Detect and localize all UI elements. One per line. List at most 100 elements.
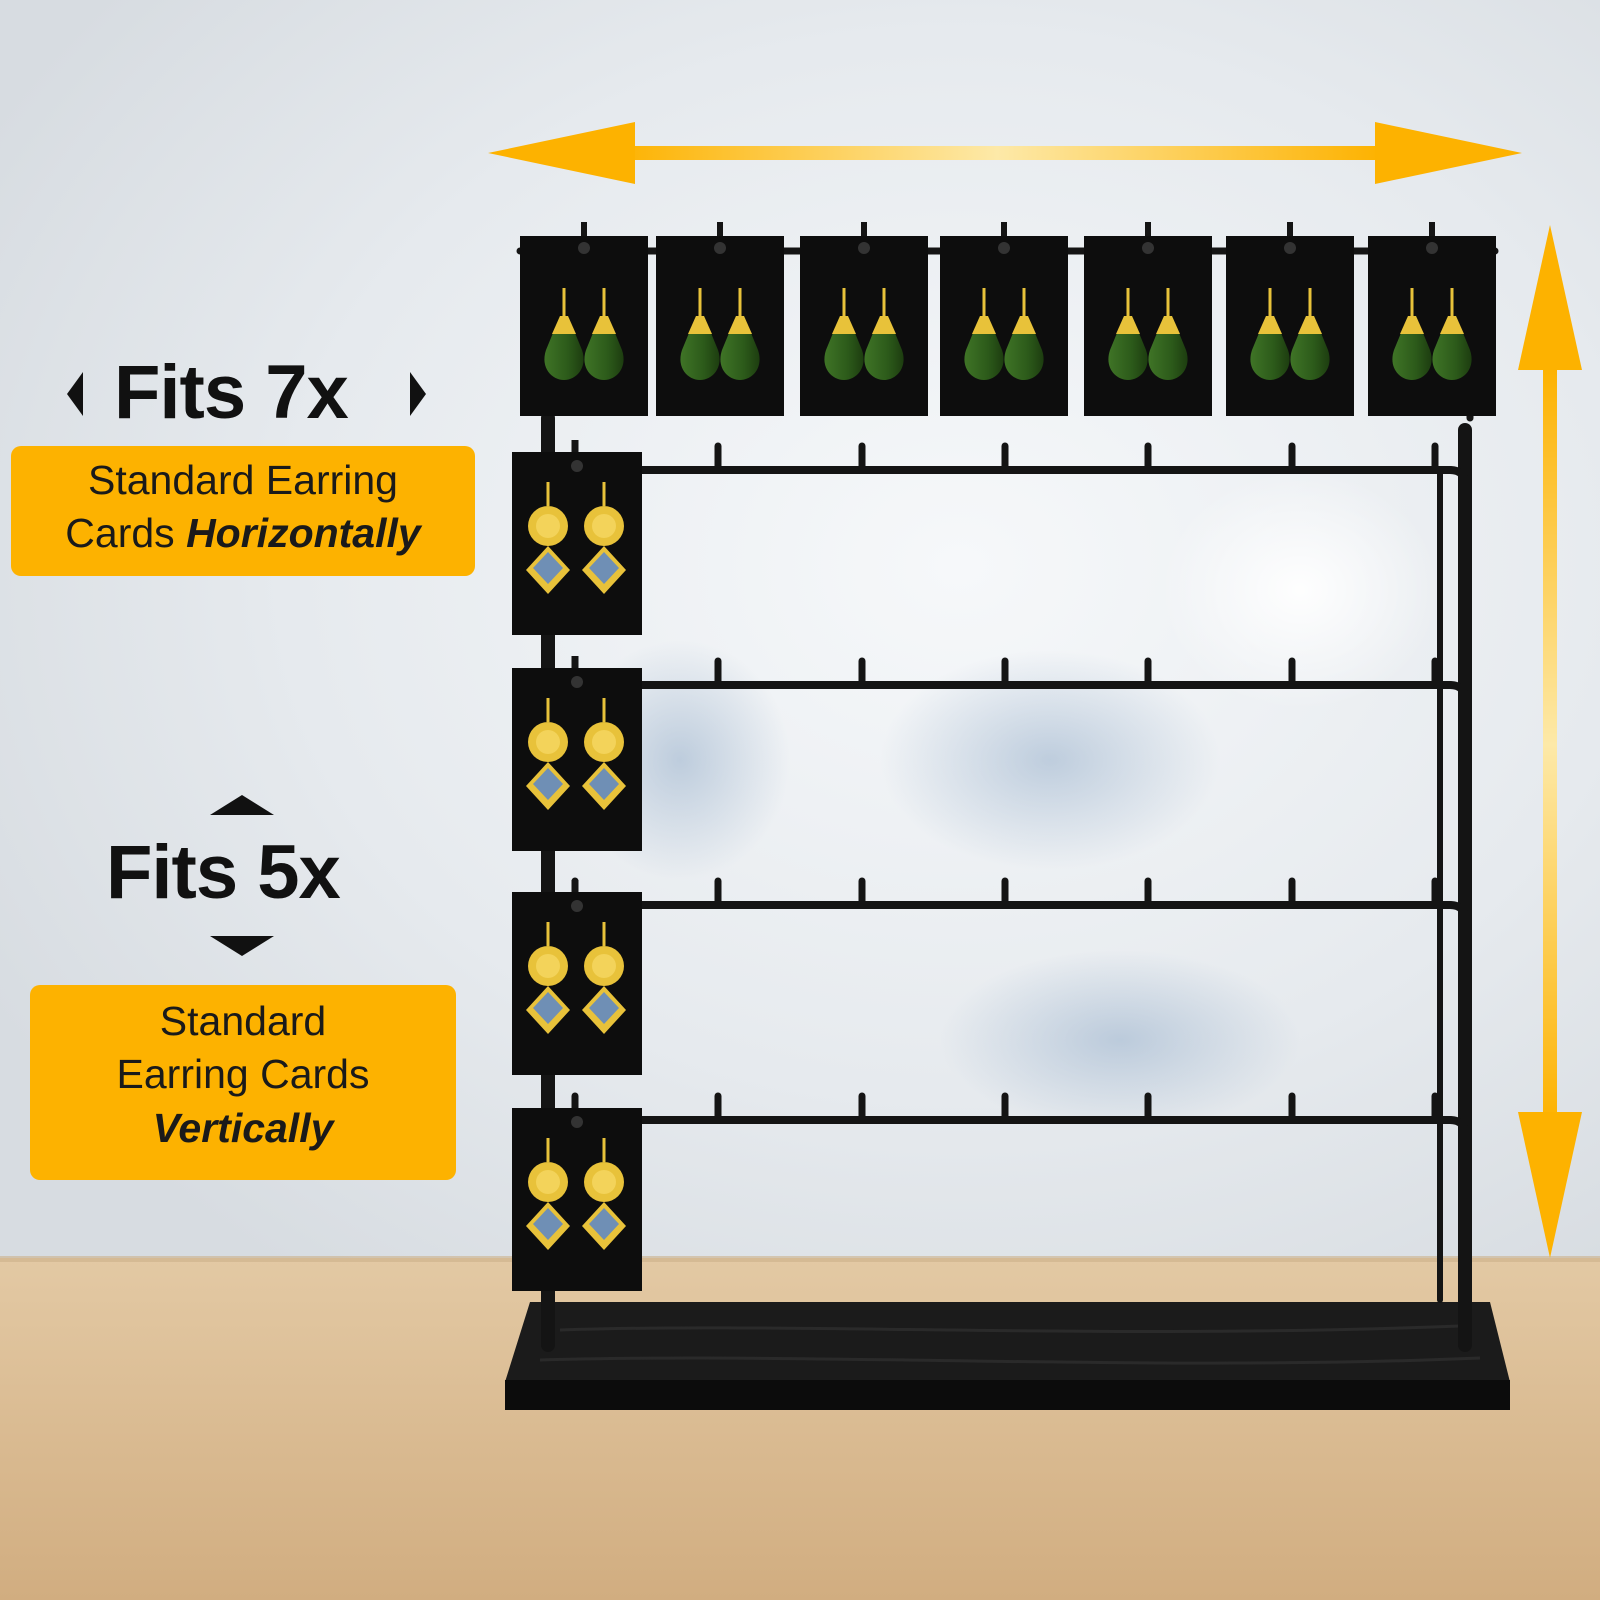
earring-card [512, 880, 642, 1075]
earring-cap [1400, 316, 1424, 334]
earring-disc-inner [592, 1170, 616, 1194]
badge-line: Cards Horizontally [11, 507, 475, 560]
rail-bend [1449, 466, 1470, 489]
badge-emphasis: Horizontally [186, 510, 421, 557]
hook-rail [544, 657, 1470, 704]
earring-cap [592, 316, 616, 334]
drop-earring [1250, 288, 1290, 380]
drop-earring [1432, 288, 1472, 380]
drop-earring [1004, 288, 1044, 380]
earring-disc-inner [592, 954, 616, 978]
card [512, 892, 642, 1075]
earring-cap [688, 316, 712, 334]
earring-diamond [589, 552, 619, 584]
badge-text: Cards [65, 510, 187, 557]
drop-earring [720, 288, 760, 380]
earring-card [1368, 222, 1496, 416]
earring-cap [1012, 316, 1036, 334]
drop-earring [1290, 288, 1330, 380]
fits-7x-heading: Fits 7x [114, 350, 349, 435]
drop-earring [824, 288, 864, 380]
drop-earring [544, 288, 584, 380]
double-arrow-horizontal-icon [488, 122, 1522, 184]
rail-bend [1449, 1116, 1470, 1139]
caret-left-icon [67, 372, 83, 416]
geometric-earring [526, 922, 570, 1034]
card-hole [1426, 242, 1438, 254]
earring-diamond [589, 768, 619, 800]
geometric-earring [582, 698, 626, 810]
earring-cap [1156, 316, 1180, 334]
rail-bend [1449, 681, 1470, 704]
earring-cap [1116, 316, 1140, 334]
badge-line: Standard [159, 998, 327, 1044]
card [1084, 236, 1212, 416]
earring-diamond [589, 1208, 619, 1240]
earring-cap [1298, 316, 1322, 334]
geometric-earring [582, 1138, 626, 1250]
window-glow [1160, 470, 1440, 710]
card-hole [998, 242, 1010, 254]
card-hole [858, 242, 870, 254]
earring-card [512, 440, 642, 635]
earring-diamond [533, 992, 563, 1024]
rail-bend [1449, 901, 1470, 924]
earring-diamond [533, 1208, 563, 1240]
fits-5x-heading: Fits 5x [106, 830, 341, 915]
card [800, 236, 928, 416]
earring-diamond [533, 552, 563, 584]
earring-card [1226, 222, 1354, 416]
card-hole [571, 900, 583, 912]
earring-cap [728, 316, 752, 334]
vertical-card-column [512, 440, 642, 1291]
badge-line: Standard Earring [88, 457, 398, 503]
horizontal-badge: Standard Earring Cards Horizontally [11, 446, 475, 576]
caret-down-icon [210, 936, 274, 956]
geometric-earring [582, 482, 626, 594]
double-arrow-vertical-icon [1518, 225, 1582, 1258]
table-edge [0, 1256, 1600, 1262]
earring-card [520, 222, 648, 416]
geometric-earring [526, 482, 570, 594]
badge-emphasis: Vertically [152, 1104, 334, 1151]
card-hole [714, 242, 726, 254]
card [512, 668, 642, 851]
drop-earring [1148, 288, 1188, 380]
badge-line: Earring Cards [116, 1051, 370, 1098]
earring-card [800, 222, 928, 416]
card [512, 1108, 642, 1291]
card [520, 236, 648, 416]
earring-card [1084, 222, 1212, 416]
card [1368, 236, 1496, 416]
card-hole [578, 242, 590, 254]
earring-disc-inner [536, 1170, 560, 1194]
earring-diamond [589, 992, 619, 1024]
card-hole [571, 1116, 583, 1128]
card [1226, 236, 1354, 416]
earring-cap [872, 316, 896, 334]
earring-cap [972, 316, 996, 334]
card [656, 236, 784, 416]
badge-line: Vertically [30, 1102, 456, 1155]
blur-blob [880, 650, 1220, 870]
card [940, 236, 1068, 416]
card-hole [1284, 242, 1296, 254]
drop-earring [964, 288, 1004, 380]
earring-disc-inner [592, 730, 616, 754]
caret-right-icon [410, 372, 426, 416]
horizontal-card-row [520, 222, 1496, 416]
earring-card [512, 656, 642, 851]
earring-diamond [533, 768, 563, 800]
earring-cap [552, 316, 576, 334]
drop-earring [584, 288, 624, 380]
earring-cap [1440, 316, 1464, 334]
earring-disc-inner [536, 954, 560, 978]
drop-earring [680, 288, 720, 380]
hook-rails [544, 442, 1470, 1139]
drop-earring [1392, 288, 1432, 380]
caret-up-icon [210, 795, 274, 815]
earring-disc-inner [536, 514, 560, 538]
geometric-earring [582, 922, 626, 1034]
earring-cap [1258, 316, 1282, 334]
